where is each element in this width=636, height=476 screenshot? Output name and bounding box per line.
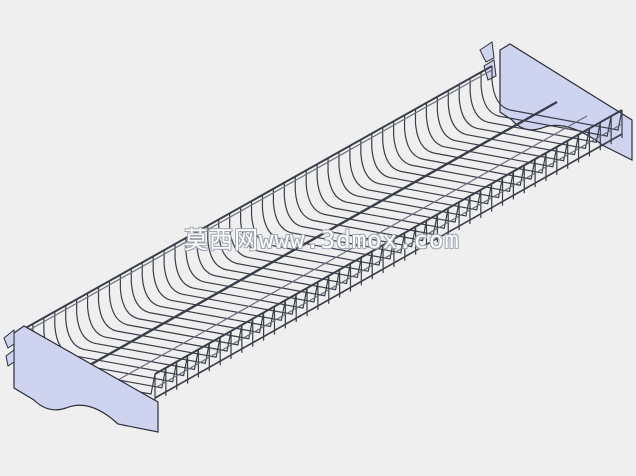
cross-wire: [458, 84, 591, 157]
cross-wire: [108, 280, 243, 353]
cross-wire: [491, 66, 623, 138]
cross-wire: [250, 201, 384, 274]
cross-wire: [218, 219, 352, 292]
cross-wire: [163, 250, 297, 323]
cross-wire: [480, 72, 612, 145]
back-rail-top: [21, 65, 493, 331]
front-rail-top: [154, 109, 623, 375]
cross-wire: [152, 256, 286, 329]
cross-wire: [294, 176, 428, 249]
cross-wire: [382, 127, 514, 200]
cross-wire: [185, 237, 319, 310]
cross-wire: [283, 182, 417, 255]
cross-wire: [196, 231, 330, 304]
cross-wire: [414, 108, 547, 181]
cross-wire: [316, 164, 449, 237]
cross-wire: [403, 115, 536, 188]
cross-wire: [240, 207, 373, 280]
cross-wire: [360, 139, 493, 212]
cross-wire: [393, 121, 525, 194]
right-bracket: [479, 41, 633, 161]
cross-wire: [229, 213, 362, 286]
cross-wire: [436, 96, 569, 169]
cross-wire: [425, 102, 558, 175]
front-rail-mid: [154, 123, 623, 389]
cross-wire: [447, 90, 580, 163]
cross-wire: [261, 194, 395, 267]
cross-wire: [327, 158, 460, 231]
cross-wire: [207, 225, 341, 298]
cross-wire: [119, 274, 254, 347]
left-bracket-plate: [13, 325, 159, 433]
left-bracket-hooks: [3, 328, 15, 367]
watermark-text: 莫西网www.3dmox.com: [184, 226, 460, 254]
cross-wire: [338, 151, 471, 224]
cross-wire: [305, 170, 438, 243]
cross-wire: [141, 262, 276, 335]
back-rail-lower: [21, 69, 493, 335]
cross-wire: [469, 78, 601, 151]
cross-wire: [97, 287, 232, 360]
wire-basket: [21, 65, 623, 402]
cross-wire: [272, 188, 406, 261]
cross-wire: [130, 268, 265, 341]
cross-wire: [371, 133, 504, 206]
middle-support-wire: [87, 100, 558, 368]
right-bracket-hooks: [479, 41, 497, 81]
cross-wire: [76, 299, 210, 372]
support-wire-2: [117, 115, 588, 381]
cross-wire: [86, 293, 221, 366]
front-rail-bottom: [154, 133, 623, 399]
cross-wire: [174, 244, 308, 317]
left-bracket: [3, 325, 159, 433]
cross-wire: [349, 145, 482, 218]
cross-wire: [65, 305, 200, 378]
